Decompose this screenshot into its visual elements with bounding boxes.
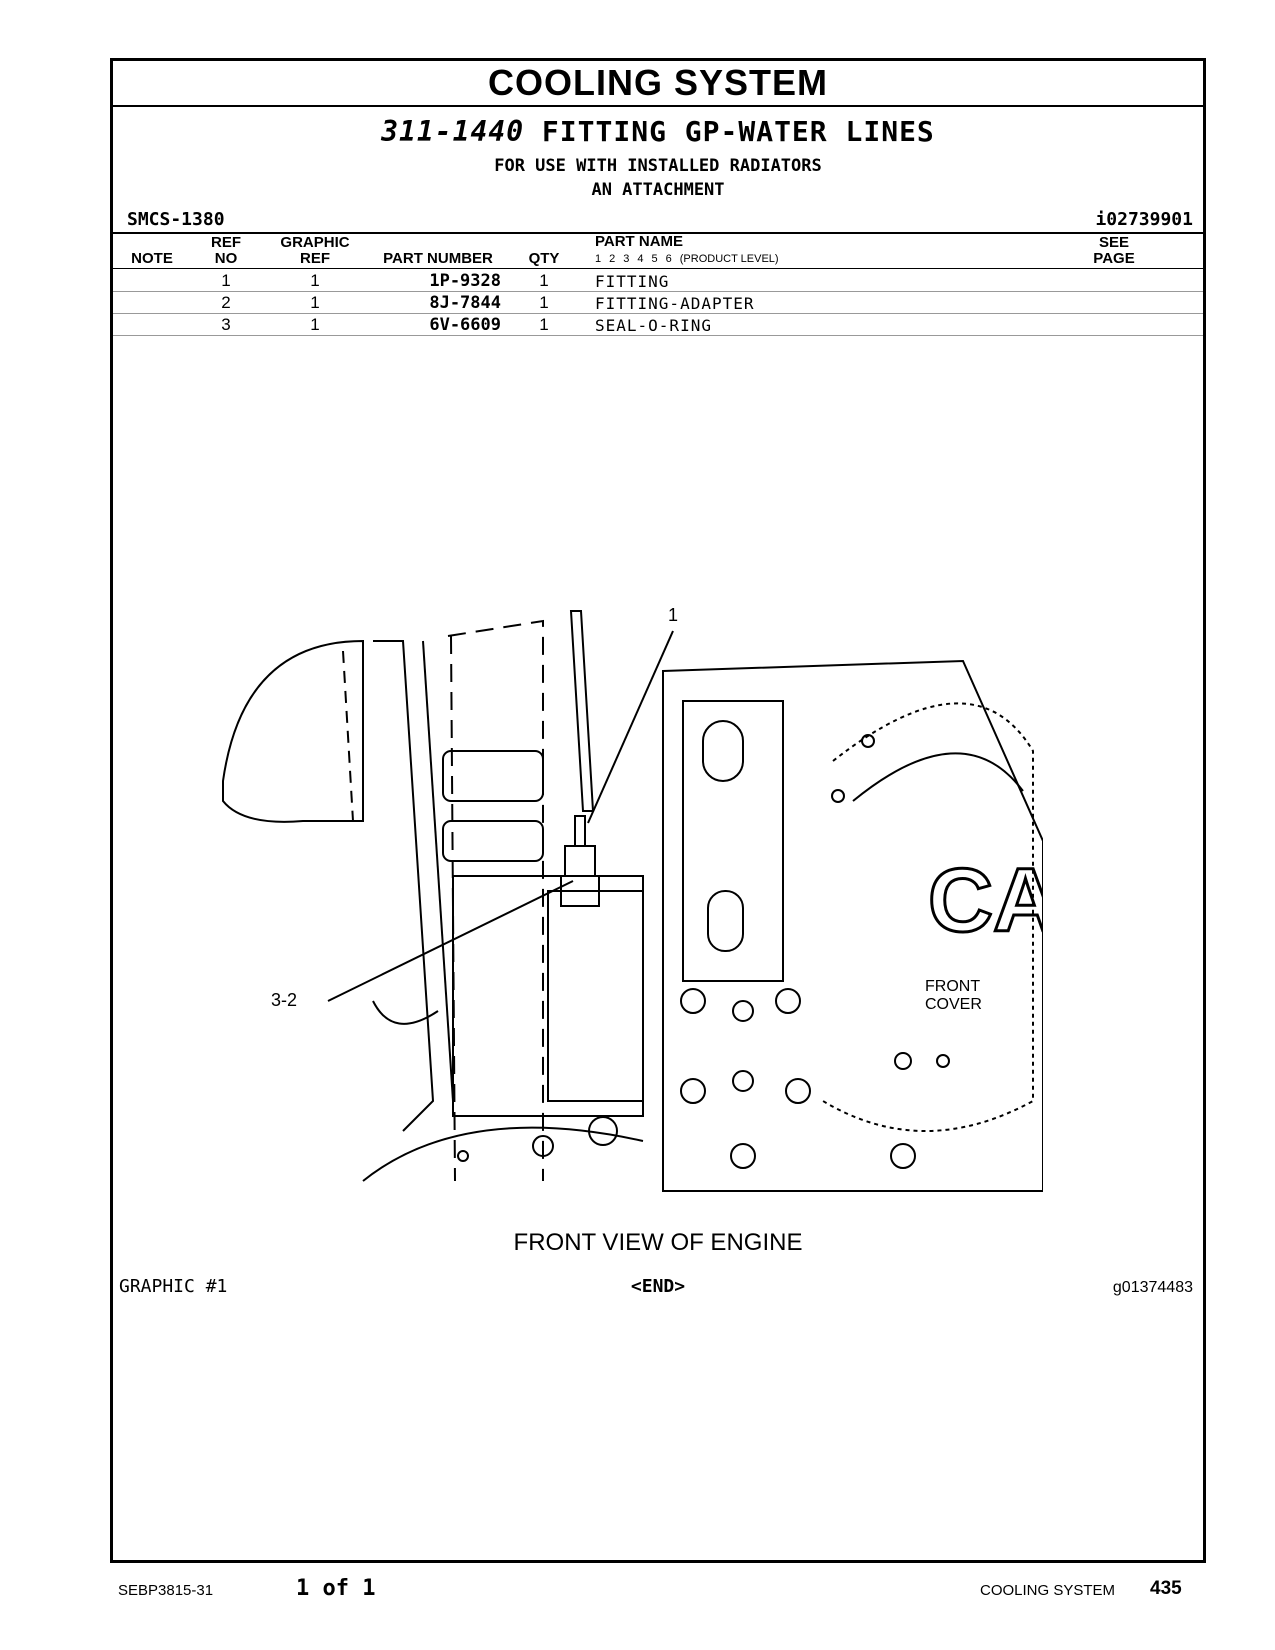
header-see-top: SEE (1098, 234, 1129, 251)
cat-logo-icon: CAT (928, 851, 1043, 951)
callout-1: 1 (668, 605, 678, 625)
footer-section: COOLING SYSTEM (980, 1582, 1116, 1599)
row2-part-number[interactable]: 8J-7844 (429, 293, 501, 313)
level-6: 6 (665, 253, 672, 265)
header-ref-top: REF (211, 234, 241, 251)
row3-part-name: SEAL-O-RING (595, 316, 712, 335)
product-level-label: (PRODUCT LEVEL) (679, 253, 779, 265)
front-cover-label-1: FRONT (925, 978, 980, 995)
row3-qty: 1 (539, 315, 549, 334)
graphic-label: GRAPHIC #1 (119, 1276, 228, 1297)
footer-page-of: 1 of 1 (296, 1576, 376, 1601)
header-graphic-ref: GRAPHIC REF (275, 235, 355, 267)
row-divider (113, 291, 1203, 292)
row-divider (113, 335, 1203, 336)
document-id: i02739901 (1095, 209, 1193, 230)
group-title: 311-1440 FITTING GP-WATER LINES (113, 115, 1203, 148)
graphic-id: g01374483 (1112, 1279, 1193, 1296)
engine-front-view-drawing: CAT 1 3-2 FRONT COVER (222, 605, 1043, 1192)
row2-graphic: 1 (310, 293, 320, 312)
section-title: COOLING SYSTEM (113, 61, 1203, 107)
housing-outline (222, 639, 364, 823)
row3-part-number[interactable]: 6V-6609 (429, 315, 501, 335)
header-part-number: PART NUMBER (383, 250, 493, 267)
table-top-rule (113, 232, 1203, 234)
header-graphic-top: GRAPHIC (280, 234, 350, 251)
row2-ref: 2 (221, 293, 231, 312)
header-see-page: SEE PAGE (1081, 235, 1147, 267)
footer-page-number: 435 (1150, 1578, 1182, 1599)
row1-qty: 1 (539, 271, 549, 290)
header-bottom-rule (113, 268, 1203, 269)
group-usage: FOR USE WITH INSTALLED RADIATORS (494, 156, 822, 176)
header-part-name: PART NAME (595, 233, 684, 250)
header-see-bottom: PAGE (1093, 250, 1135, 267)
header-ref-bottom: NO (214, 250, 238, 267)
group-attachment: AN ATTACHMENT (591, 180, 725, 200)
row3-ref: 3 (221, 315, 231, 334)
header-qty: QTY (528, 250, 560, 267)
row2-part-name: FITTING-ADAPTER (595, 294, 755, 313)
row1-graphic: 1 (310, 271, 320, 290)
header-note: NOTE (131, 250, 173, 267)
group-name: FITTING GP-WATER LINES (541, 115, 935, 148)
row1-part-name: FITTING (595, 272, 670, 291)
drawing-caption: FRONT VIEW OF ENGINE (513, 1229, 803, 1256)
footer-document-number: SEBP3815-31 (118, 1582, 214, 1599)
level-4: 4 (637, 253, 644, 265)
level-5: 5 (651, 253, 658, 265)
header-ref: REF NO (201, 235, 251, 267)
level-3: 3 (623, 253, 630, 265)
group-number: 311-1440 (381, 115, 525, 148)
callout-3-2: 3-2 (271, 990, 297, 1010)
page-frame: COOLING SYSTEM 311-1440 FITTING GP-WATER… (110, 58, 1206, 1563)
header-graphic-bottom: REF (300, 250, 330, 267)
row1-part-number[interactable]: 1P-9328 (429, 271, 501, 291)
row2-qty: 1 (539, 293, 549, 312)
row-divider (113, 313, 1203, 314)
level-2: 2 (609, 253, 616, 265)
smcs-code: SMCS-1380 (127, 209, 225, 230)
row1-ref: 1 (221, 271, 231, 290)
row3-graphic: 1 (310, 315, 320, 334)
end-marker: <END> (630, 1276, 686, 1297)
front-cover-label-2: COVER (925, 996, 982, 1013)
level-1: 1 (595, 253, 602, 265)
